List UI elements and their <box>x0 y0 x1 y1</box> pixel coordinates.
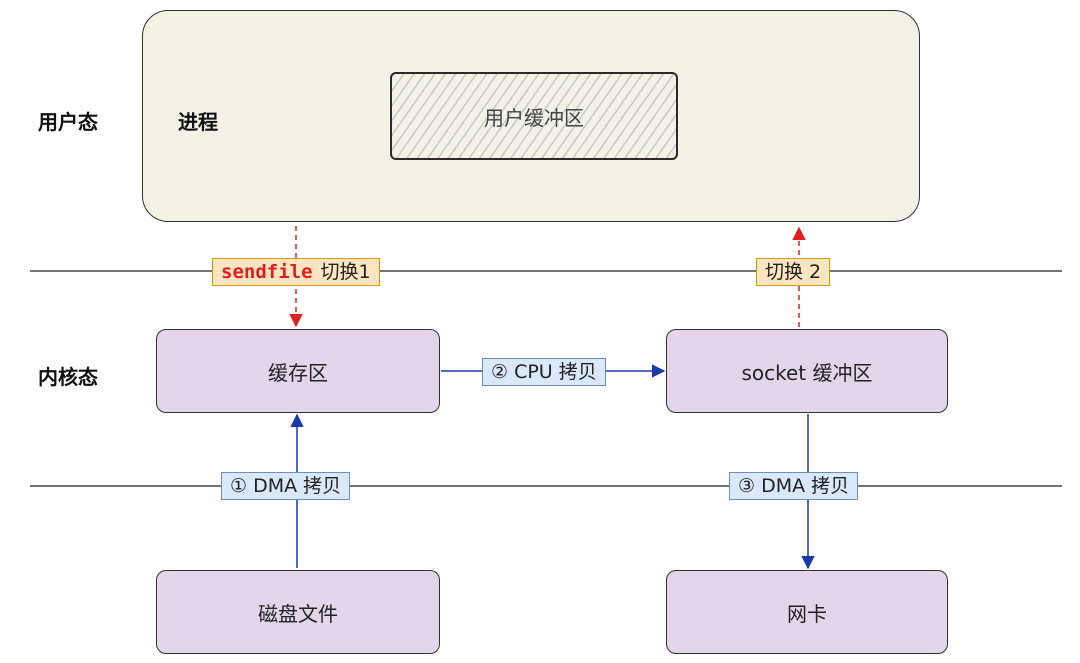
sendfile-word: sendfile <box>221 261 313 283</box>
sendfile-switch-tag: sendfile 切换1 <box>212 258 380 286</box>
disk-file-box: 磁盘文件 <box>156 570 440 654</box>
socket-buffer-box: socket 缓冲区 <box>666 329 948 413</box>
user-buffer-box: 用户缓冲区 <box>390 72 678 160</box>
cpu-copy-tag: ② CPU 拷贝 <box>482 358 606 386</box>
switch1-text: 切换1 <box>320 261 371 283</box>
dma-copy-tag-3: ③ DMA 拷贝 <box>729 472 859 500</box>
nic-box: 网卡 <box>666 570 948 654</box>
user-mode-label: 用户态 <box>38 110 98 134</box>
kernel-mode-label: 内核态 <box>38 365 98 389</box>
process-label: 进程 <box>178 110 218 134</box>
switch2-tag: 切换 2 <box>756 258 831 286</box>
dma-copy-tag-1: ① DMA 拷贝 <box>221 472 351 500</box>
cache-box: 缓存区 <box>156 329 440 413</box>
